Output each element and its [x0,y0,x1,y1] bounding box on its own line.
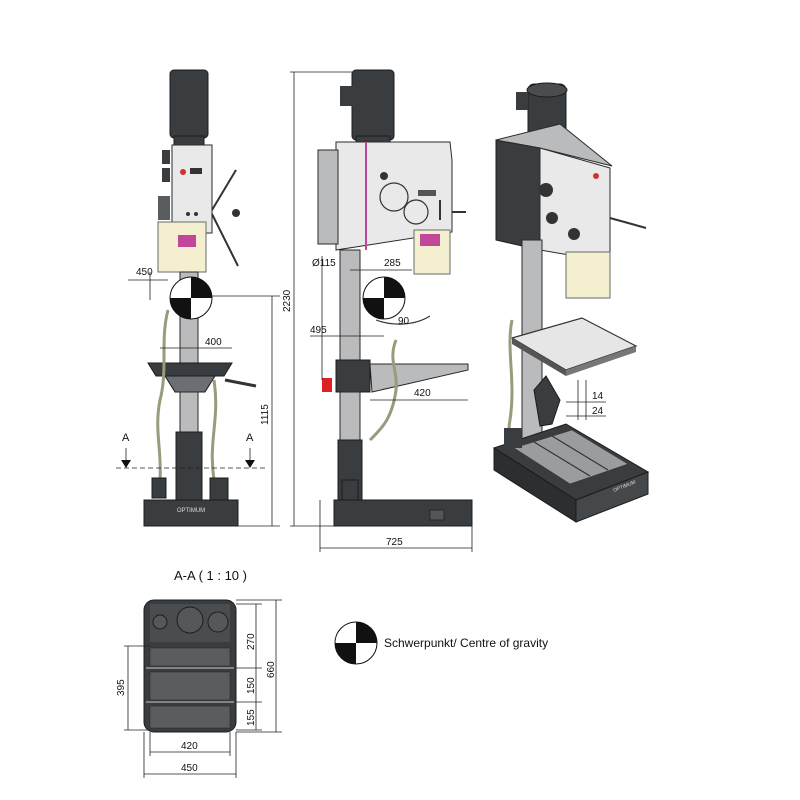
dim-table-angle: 90 [398,316,410,327]
dim-table-reach: 420 [414,388,431,399]
dim-overall-height: 2230 [282,289,293,312]
front-brand-label: OPTIMUM [177,508,205,514]
front-view: OPTIMUM [143,69,257,527]
legend-label: Schwerpunkt/ Centre of gravity [384,636,548,650]
centre-of-gravity-legend: Schwerpunkt/ Centre of gravity [334,621,548,665]
centre-of-gravity-icon [334,621,378,665]
dim-front-arm: 400 [205,337,222,348]
dim-slot-14: 14 [592,391,604,402]
dim-spindle-reach: 285 [384,258,401,269]
front-dimensions: 450 400 1115 A A [116,267,280,527]
dim-section-450: 450 [181,763,198,774]
dim-section-395: 395 [116,679,127,696]
side-dimensions: 2230 Ø115 285 495 90 420 725 [282,71,473,552]
dim-section-660: 660 [266,661,277,678]
isometric-view: OPTIMUM [492,82,650,523]
dim-section-420: 420 [181,741,198,752]
section-marker-left: A [122,432,130,444]
dim-side-depth: 495 [310,325,327,336]
iso-dimensions: 14 24 [566,380,606,420]
section-title: A-A ( 1 : 10 ) [174,568,247,583]
dim-section-150: 150 [246,677,257,694]
section-dimensions: 395 270 150 155 660 420 450 [116,599,282,778]
dim-base-length: 725 [386,537,403,548]
section-view [143,599,237,733]
dim-front-width: 450 [136,267,153,278]
section-marker-right: A [246,432,254,444]
dim-slot-24: 24 [592,406,604,417]
dim-section-270: 270 [246,633,257,650]
side-view [317,69,473,527]
dim-section-155: 155 [246,709,257,726]
dim-front-height: 1115 [260,404,271,425]
dim-column-diameter: Ø115 [312,258,336,269]
